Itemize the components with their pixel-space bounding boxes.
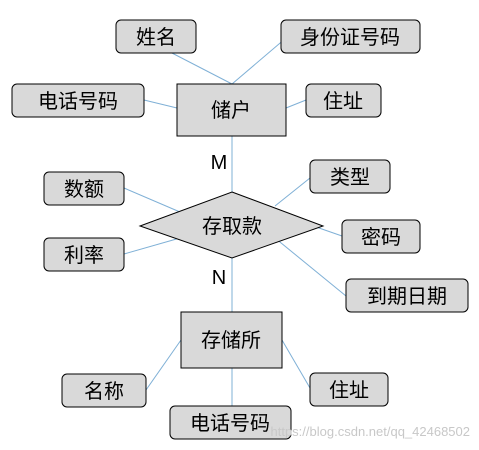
attribute-name-label: 姓名	[136, 25, 176, 49]
attribute-rate: 利率	[43, 237, 125, 272]
attribute-rate-label: 利率	[64, 243, 104, 267]
edge-bankname-bank	[145, 339, 182, 391]
entity-bank-label: 存储所	[201, 328, 261, 352]
attribute-type-label: 类型	[330, 165, 370, 189]
edge-type-relationship	[274, 177, 311, 207]
attribute-maturity-date-label: 到期日期	[367, 284, 447, 308]
attribute-name: 姓名	[115, 19, 197, 54]
edge-rate-relationship	[123, 237, 181, 255]
relationship-deposit-withdraw: 存取款	[138, 191, 325, 259]
cardinality-m: M	[211, 152, 228, 174]
attribute-password: 密码	[341, 219, 421, 254]
attribute-address-label: 住址	[323, 89, 363, 113]
attribute-bank-name: 名称	[61, 373, 147, 408]
attribute-bank-phone: 电话号码	[169, 405, 292, 440]
edge-name-customer	[169, 51, 233, 85]
edge-phone-customer	[143, 99, 178, 109]
attribute-id-number-label: 身份证号码	[300, 25, 400, 49]
entity-customer: 储户	[176, 83, 287, 137]
edge-date-relationship	[274, 237, 347, 297]
attribute-bank-address: 住址	[309, 372, 389, 407]
edges	[123, 37, 347, 406]
entity-bank: 存储所	[180, 311, 283, 369]
attribute-bank-phone-label: 电话号码	[190, 411, 270, 435]
relationship-label: 存取款	[202, 214, 262, 238]
entity-customer-label: 储户	[211, 98, 251, 122]
attribute-phone: 电话号码	[11, 83, 145, 118]
attribute-amount: 数额	[43, 171, 125, 206]
edge-address-customer	[285, 99, 307, 109]
edge-bankaddress-bank	[281, 339, 311, 389]
attribute-maturity-date: 到期日期	[345, 278, 469, 313]
watermark: https://blog.csdn.net/qq_42468502	[271, 424, 471, 439]
attribute-phone-label: 电话号码	[38, 89, 118, 113]
cardinality-n: N	[212, 267, 226, 289]
attribute-bank-address-label: 住址	[329, 378, 369, 402]
attribute-type: 类型	[309, 159, 391, 194]
attribute-bank-name-label: 名称	[84, 379, 124, 403]
attribute-id-number: 身份证号码	[280, 19, 421, 54]
edge-amount-relationship	[123, 187, 181, 213]
attribute-amount-label: 数额	[64, 177, 104, 201]
edge-idnumber-customer	[231, 37, 287, 85]
attribute-address: 住址	[305, 83, 382, 118]
attribute-password-label: 密码	[361, 225, 401, 249]
